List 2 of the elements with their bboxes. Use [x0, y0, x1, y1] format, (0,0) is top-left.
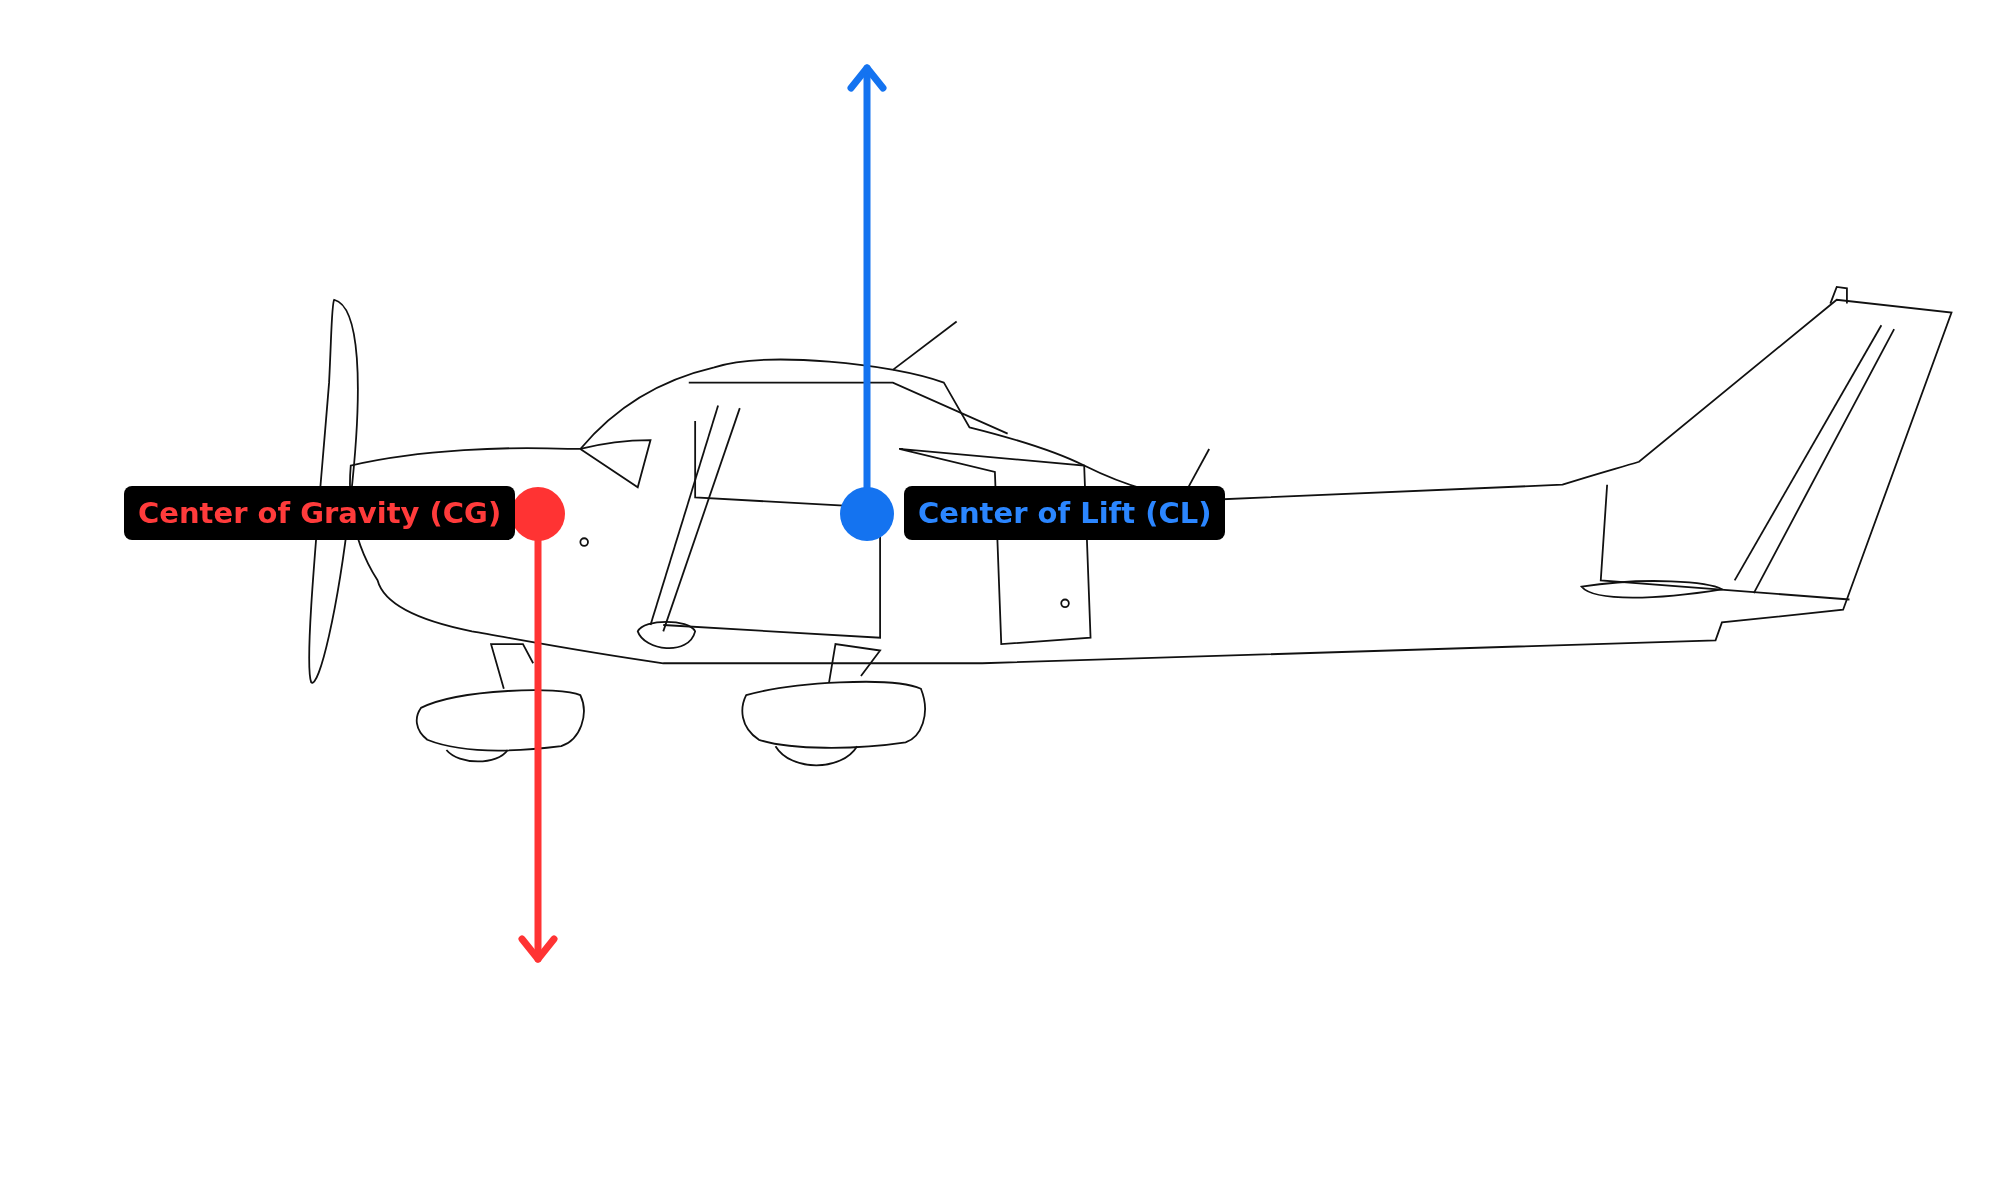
- label-tag: Center of Gravity (CG): [124, 486, 516, 540]
- label-tag: Center of Lift (CL): [904, 486, 1226, 540]
